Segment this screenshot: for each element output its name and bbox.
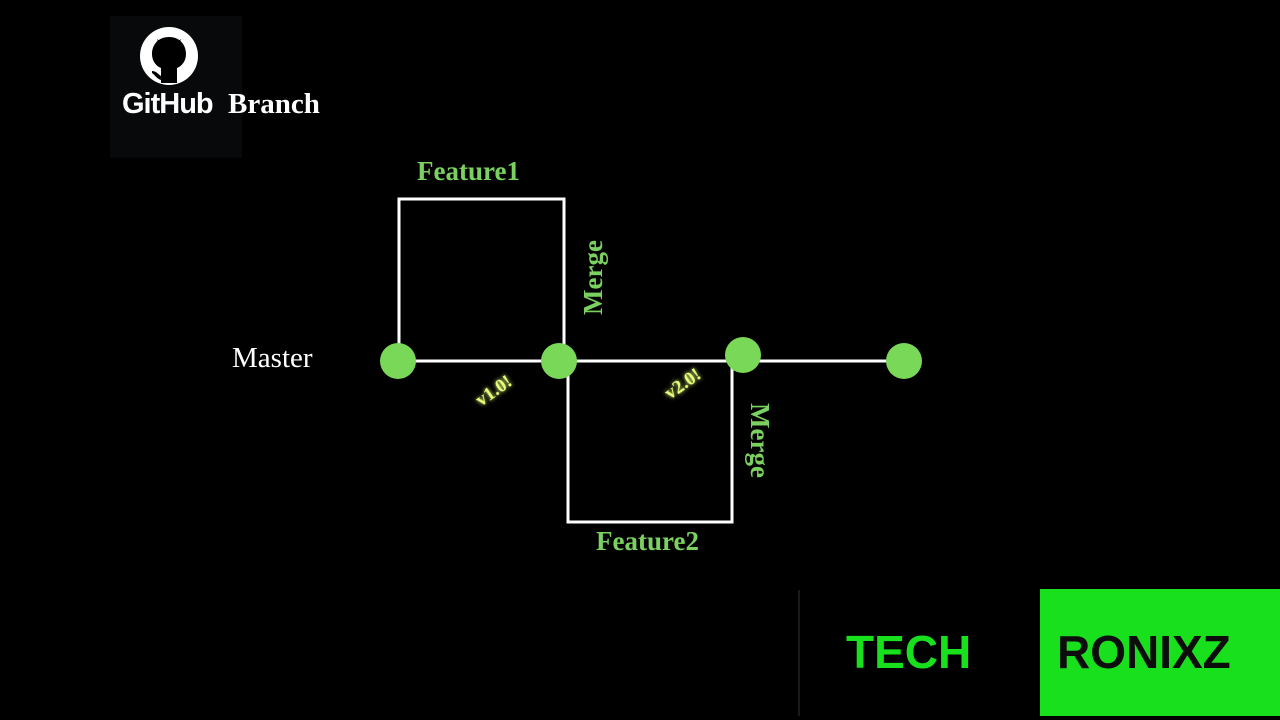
commit-node [886,343,922,379]
commit-nodes [380,337,922,379]
branch-lines [397,197,905,524]
merge-label-1: Merge [578,240,608,315]
commit-node [380,343,416,379]
version-tag-1: v1.0! [472,371,516,411]
version-tag-2: v2.0! [661,364,705,404]
master-label: Master [232,342,313,374]
github-octocat-icon [140,27,198,85]
github-logo-text: GitHub [122,88,213,120]
page-title: Branch [228,88,320,120]
merge-label-2: Merge [745,403,775,478]
feature2-label: Feature2 [596,526,699,556]
brand-badge [1040,589,1280,716]
commit-node [541,343,577,379]
feature2-line [566,356,734,524]
feature1-label: Feature1 [417,156,520,186]
feature1-line [397,197,566,361]
commit-node [725,337,761,373]
